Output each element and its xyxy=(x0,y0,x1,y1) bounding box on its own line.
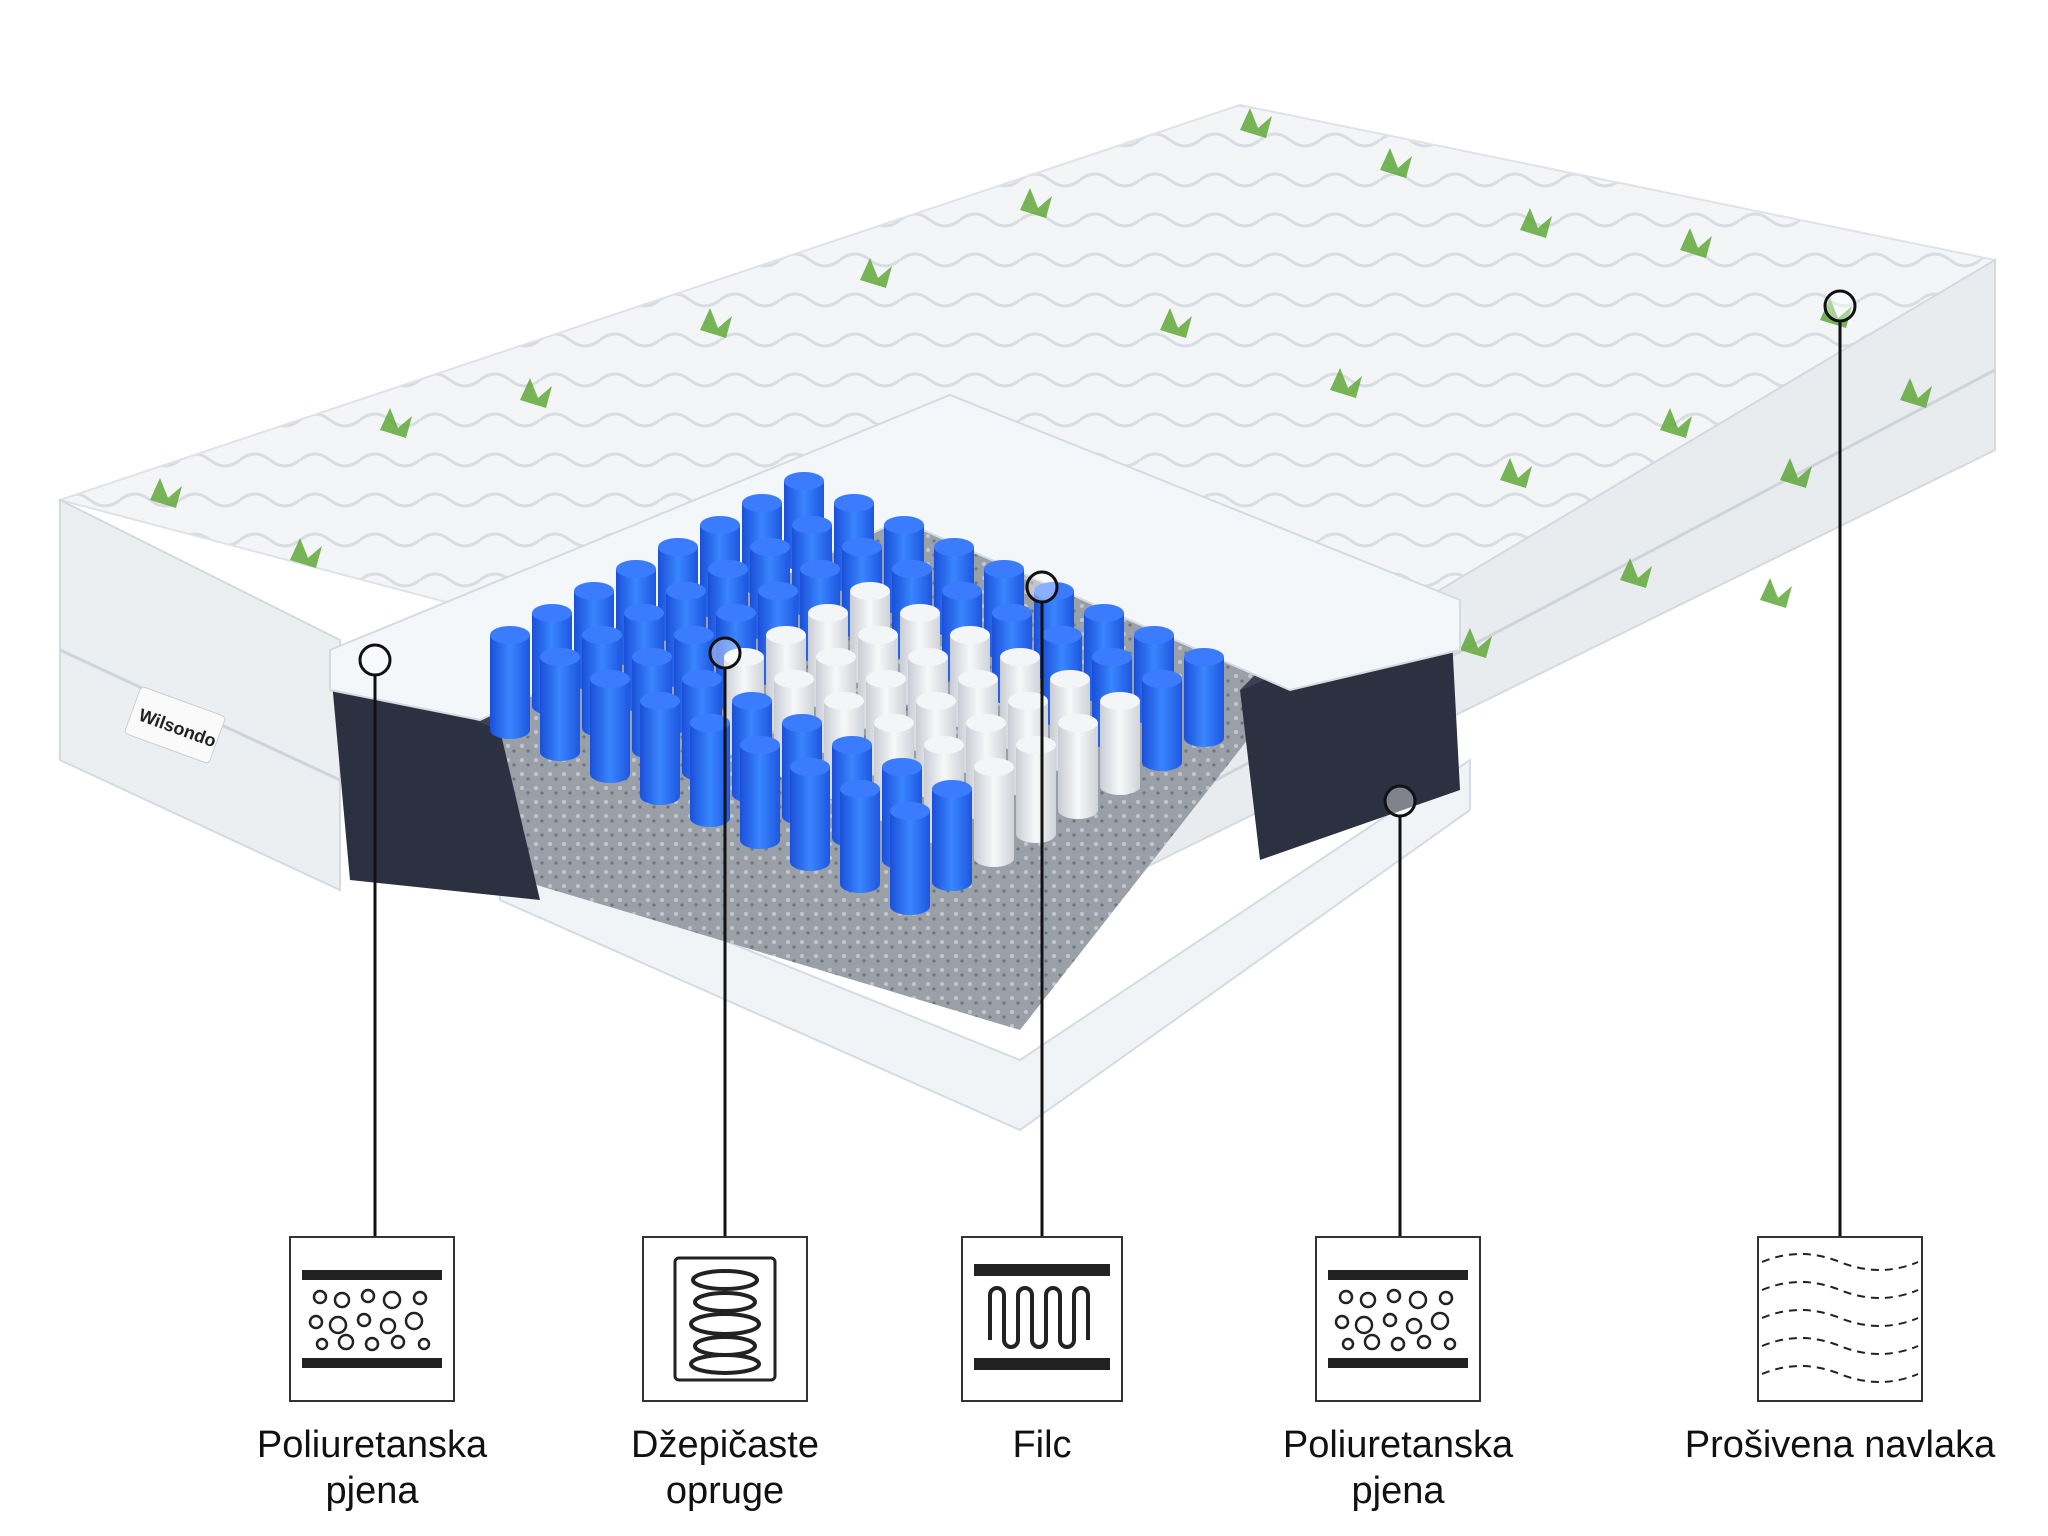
spring-coil xyxy=(640,692,680,805)
callout-dot-4 xyxy=(1383,784,1417,818)
spring-coil xyxy=(1184,648,1224,747)
spring-coil xyxy=(590,670,630,783)
aloe-pattern xyxy=(150,108,1932,658)
pocket-springs xyxy=(490,472,1224,915)
spring-coil xyxy=(690,714,730,827)
spring-coil xyxy=(932,780,972,891)
spring-coil xyxy=(740,736,780,849)
callout-dot-5 xyxy=(1823,289,1857,323)
felt-wave-icon xyxy=(974,1264,1110,1370)
spring-coil xyxy=(1142,670,1182,771)
coil-spring-icon xyxy=(673,1256,777,1382)
spring-coil xyxy=(540,648,580,761)
spring-coil xyxy=(974,758,1014,867)
layer-label-3: Filc xyxy=(1012,1424,1072,1466)
layer-label-4: Poliuretanska pjena xyxy=(1282,1424,1514,1512)
edge-foam-left xyxy=(330,660,540,900)
icon-box-4 xyxy=(1315,1236,1481,1402)
spring-coil xyxy=(840,780,880,893)
spring-coil xyxy=(890,802,930,915)
foam-bubbles-icon xyxy=(1328,1270,1468,1368)
foam-bubbles-icon xyxy=(302,1270,442,1368)
icon-box-5 xyxy=(1757,1236,1923,1402)
icon-box-2 xyxy=(642,1236,808,1402)
callout-dot-3 xyxy=(1025,570,1059,604)
callout-dot-1 xyxy=(358,643,392,677)
spring-coil xyxy=(1100,692,1140,795)
spring-coil xyxy=(490,626,530,739)
spring-coil xyxy=(1058,714,1098,819)
icon-box-3 xyxy=(961,1236,1123,1402)
icon-box-1 xyxy=(289,1236,455,1402)
layer-label-2: Džepičaste opruge xyxy=(631,1424,819,1512)
layer-label-1: Poliuretanska pjena xyxy=(256,1424,488,1512)
callouts xyxy=(358,289,1857,1240)
callout-dot-2 xyxy=(708,636,742,670)
spring-coil xyxy=(1016,736,1056,843)
spring-coil xyxy=(790,758,830,871)
layer-label-5: Prošivena navlaka xyxy=(1684,1424,1996,1466)
edge-foam-right xyxy=(1240,600,1460,860)
